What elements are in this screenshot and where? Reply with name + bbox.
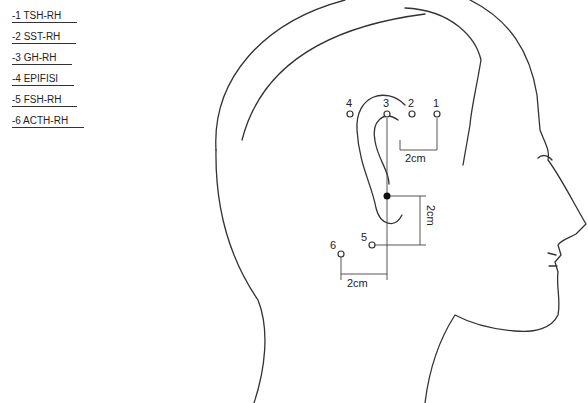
callout-number: 1 <box>433 98 439 109</box>
legend-entry: -2 SST-RH <box>12 31 76 44</box>
callout-number: 2 <box>408 98 414 109</box>
dimension-label: 2cm <box>347 278 368 289</box>
dimension-label: 2cm <box>405 153 426 164</box>
callout-number: 6 <box>330 240 336 251</box>
lips <box>548 253 557 266</box>
point-marker <box>369 242 375 248</box>
face-profile <box>425 0 586 403</box>
ear-outer <box>357 95 405 223</box>
back-of-neck <box>216 150 265 403</box>
legend-entry: -4 EPIFISI <box>12 73 74 86</box>
point-marker <box>338 251 344 257</box>
hair-line <box>242 14 425 140</box>
dimension-line <box>387 196 426 245</box>
legend-entry: -5 FSH-RH <box>12 94 77 107</box>
callout-number: 5 <box>361 232 367 243</box>
eye <box>538 156 552 160</box>
legend-entry: -3 GH-RH <box>12 52 72 65</box>
legend-entry: -1 TSH-RH <box>12 10 77 23</box>
ear-inner <box>374 116 398 184</box>
point-marker <box>347 111 353 117</box>
point-marker <box>434 111 440 117</box>
hairline-front <box>405 8 481 165</box>
dimension-line <box>374 245 387 246</box>
dimension-line <box>341 257 387 280</box>
point-marker <box>409 111 415 117</box>
dimension-label: 2cm <box>425 205 436 226</box>
callout-number: 3 <box>383 98 389 109</box>
point-marker <box>384 111 390 117</box>
skull-outline <box>216 0 345 150</box>
reference-dot <box>384 193 391 200</box>
legend-entry: -6 ACTH-RH <box>12 115 84 128</box>
callout-number: 4 <box>346 98 352 109</box>
dimension-bracket <box>400 118 437 150</box>
